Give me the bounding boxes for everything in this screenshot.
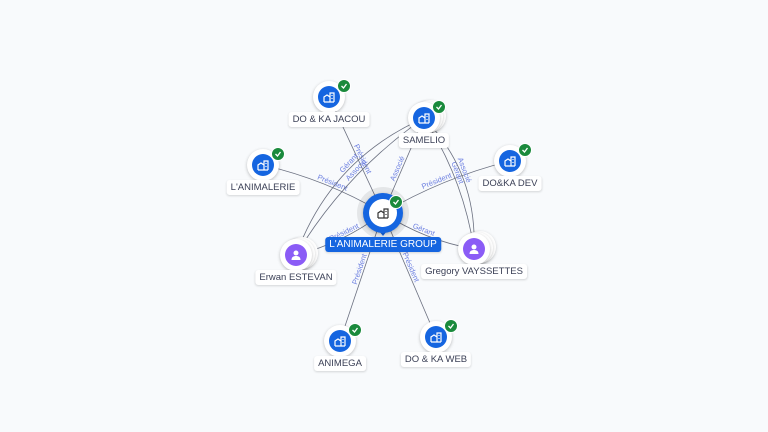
edge-label: Président bbox=[420, 170, 454, 191]
person-icon bbox=[463, 238, 485, 260]
node-circle[interactable] bbox=[458, 233, 490, 265]
node-label[interactable]: DO&KA DEV bbox=[478, 176, 542, 191]
building-icon bbox=[413, 107, 435, 129]
verified-check-icon bbox=[444, 319, 458, 333]
node-label[interactable]: DO & KA WEB bbox=[400, 352, 472, 367]
node-label[interactable]: Gregory VAYSSETTES bbox=[421, 264, 527, 279]
node-label[interactable]: SAMELIO bbox=[398, 133, 450, 148]
node-circle[interactable] bbox=[280, 239, 312, 271]
node-label[interactable]: L'ANIMALERIE GROUP bbox=[325, 237, 441, 252]
node-label[interactable]: DO & KA JACOU bbox=[288, 112, 370, 127]
node-label[interactable]: L'ANIMALERIE bbox=[226, 180, 300, 195]
verified-check-icon bbox=[389, 195, 403, 209]
building-icon bbox=[318, 86, 340, 108]
building-icon bbox=[425, 326, 447, 348]
person-icon bbox=[285, 244, 307, 266]
edge bbox=[295, 117, 425, 256]
node-label[interactable]: ANIMEGA bbox=[314, 356, 366, 371]
building-icon bbox=[329, 330, 351, 352]
building-icon bbox=[499, 150, 521, 172]
edge-label: Président bbox=[350, 252, 369, 286]
edge-label: Associé bbox=[388, 155, 407, 183]
node-circle[interactable] bbox=[420, 321, 452, 353]
verified-check-icon bbox=[348, 323, 362, 337]
node-circle[interactable] bbox=[313, 81, 345, 113]
edge bbox=[295, 117, 425, 256]
edge-label: Gérant bbox=[411, 221, 436, 238]
verified-check-icon bbox=[518, 143, 532, 157]
verified-check-icon bbox=[337, 79, 351, 93]
verified-check-icon bbox=[432, 100, 446, 114]
node-label[interactable]: Erwan ESTEVAN bbox=[255, 270, 337, 285]
verified-check-icon bbox=[271, 147, 285, 161]
building-icon bbox=[252, 154, 274, 176]
